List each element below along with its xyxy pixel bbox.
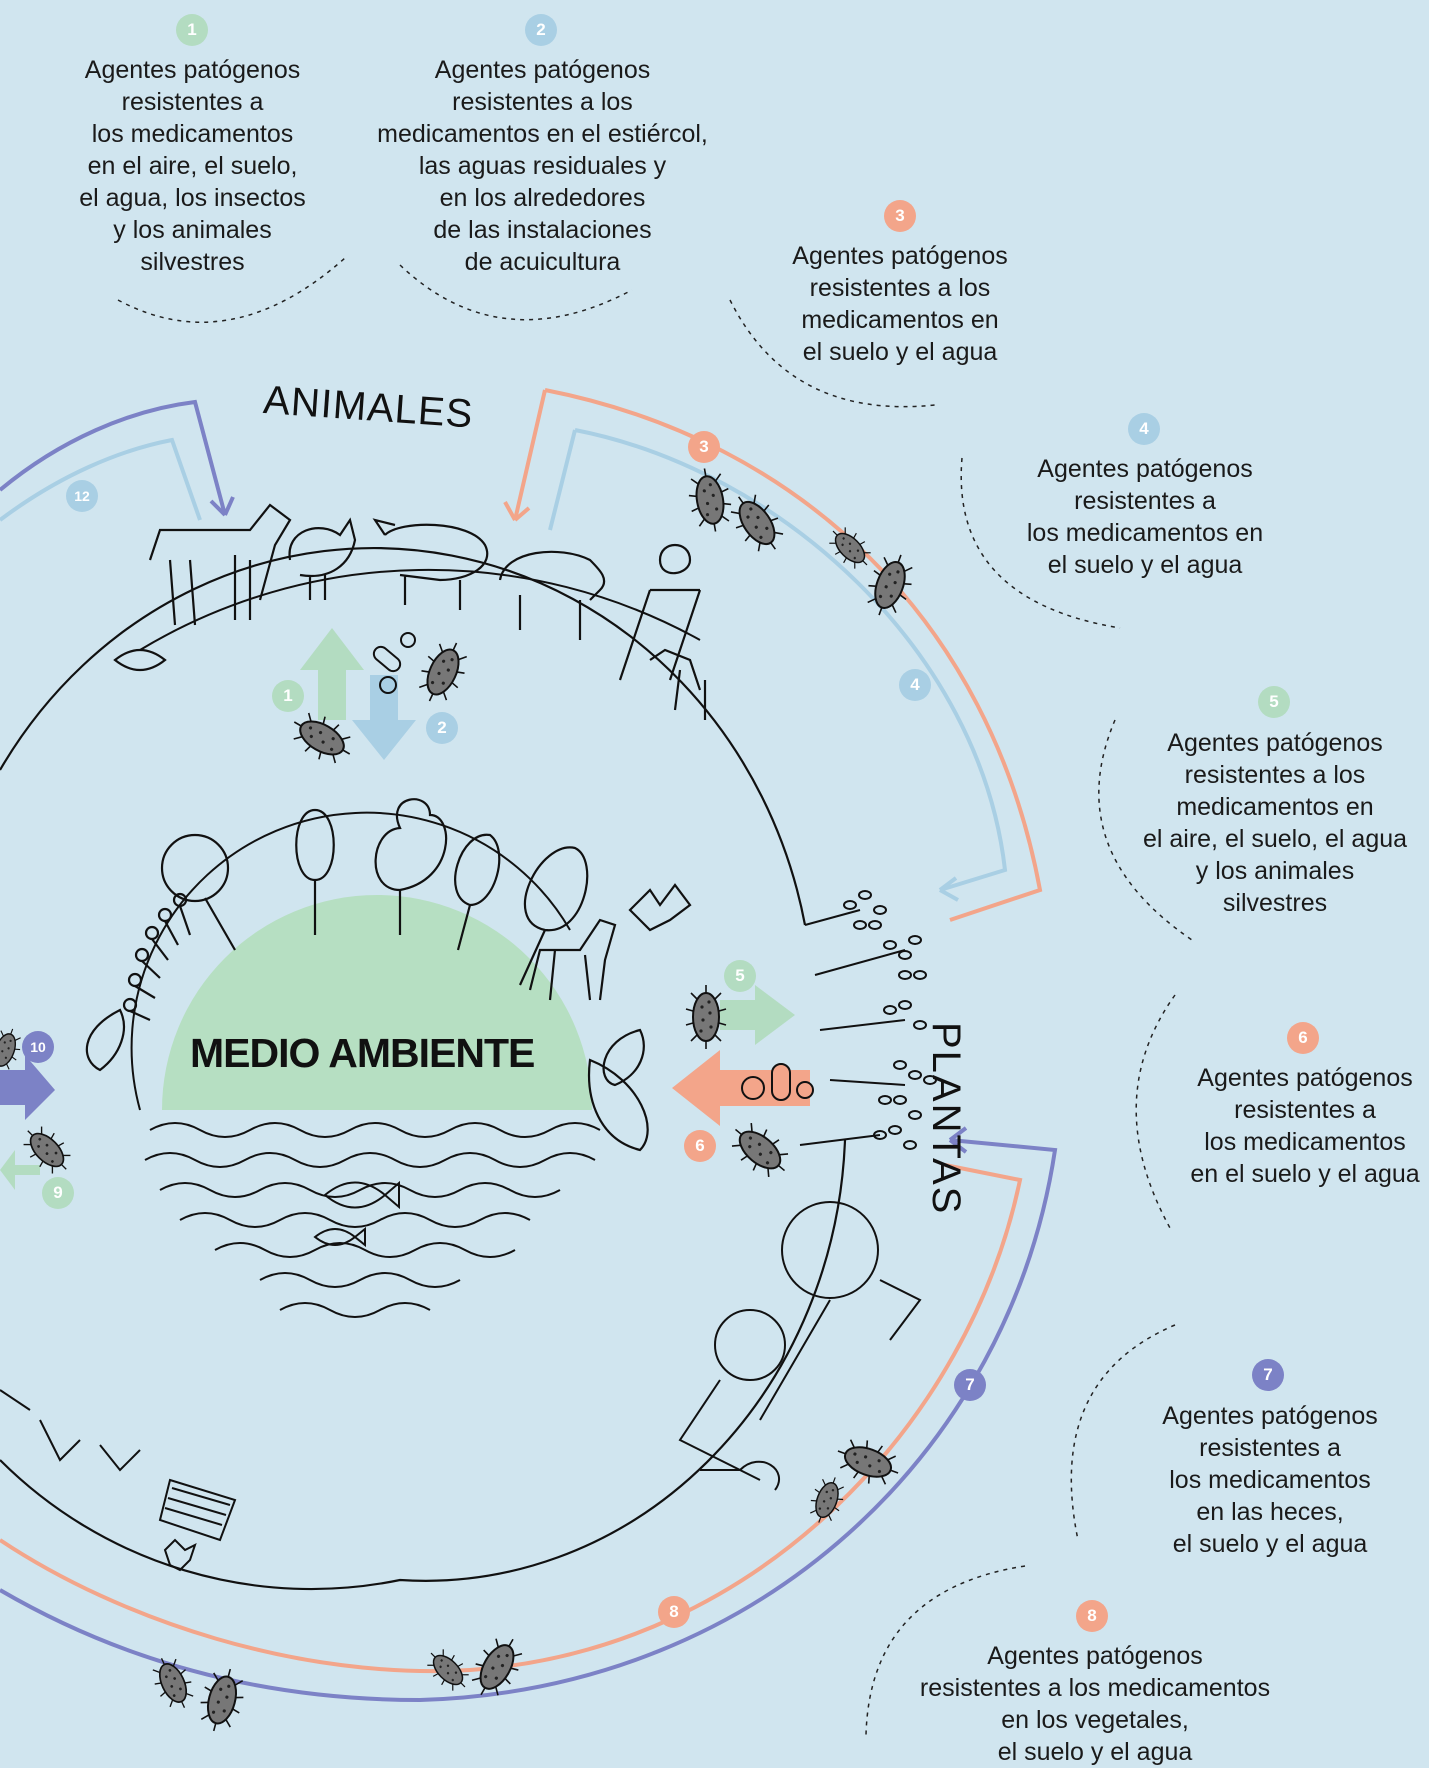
note-1: Agentes patógenos resistentes a los medi… — [79, 56, 306, 276]
note-8: Agentes patógenos resistentes a los medi… — [919, 1642, 1271, 1766]
diagram-badge-12: 12 — [66, 480, 98, 512]
blue-arrow-down — [352, 675, 416, 760]
diagram-badge-8: 8 — [658, 1596, 690, 1628]
diagram-badge-5: 5 — [724, 960, 756, 992]
note-badge-3: 3 — [884, 200, 916, 232]
note-6: Agentes patógenos resistentes a los medi… — [1190, 1064, 1420, 1188]
plantas-title: PLANTAS — [924, 1022, 968, 1216]
diagram-badge-7: 7 — [954, 1369, 986, 1401]
note-7: Agentes patógenos resistentes a los medi… — [1162, 1402, 1378, 1558]
waves — [144, 1122, 601, 1318]
diagram-badge-9: 9 — [42, 1177, 74, 1209]
purple-ring-bottom — [0, 1138, 1058, 1703]
dashed-arcs — [117, 257, 1193, 1736]
diagram-badge-10: 10 — [22, 1031, 54, 1063]
note-2: Agentes patógenos resistentes a los medi… — [377, 56, 708, 276]
diagram-badge-6: 6 — [684, 1130, 716, 1162]
note-badge-6: 6 — [1287, 1022, 1319, 1054]
note-4: Agentes patógenos resistentes a los medi… — [1026, 455, 1264, 579]
note-5: Agentes patógenos resistentes a los medi… — [1142, 729, 1408, 917]
note-badge-4: 4 — [1128, 413, 1160, 445]
diagram-badge-1: 1 — [272, 680, 304, 712]
note-badge-2: 2 — [525, 14, 557, 46]
diagram-badge-2: 2 — [426, 712, 458, 744]
diagram-badge-4: 4 — [899, 669, 931, 701]
earth-dome — [162, 895, 592, 1110]
note-badge-8: 8 — [1076, 1600, 1108, 1632]
blue-ring-top — [548, 428, 1008, 892]
inner-ring — [0, 546, 807, 926]
animals-row — [113, 503, 707, 720]
orange-ring-bottom — [0, 1163, 1023, 1674]
note-badge-1: 1 — [176, 14, 208, 46]
note-3: Agentes patógenos resistentes a los medi… — [792, 242, 1008, 366]
diagram-badge-3: 3 — [688, 431, 720, 463]
medio-ambiente-title: MEDIO AMBIENTE — [190, 1030, 535, 1076]
orange-ring-top — [513, 388, 1043, 922]
green-arrow-up — [300, 628, 364, 720]
green-arrow-5 — [720, 985, 795, 1045]
note-badge-7: 7 — [1252, 1359, 1284, 1391]
note-badge-5: 5 — [1258, 686, 1290, 718]
